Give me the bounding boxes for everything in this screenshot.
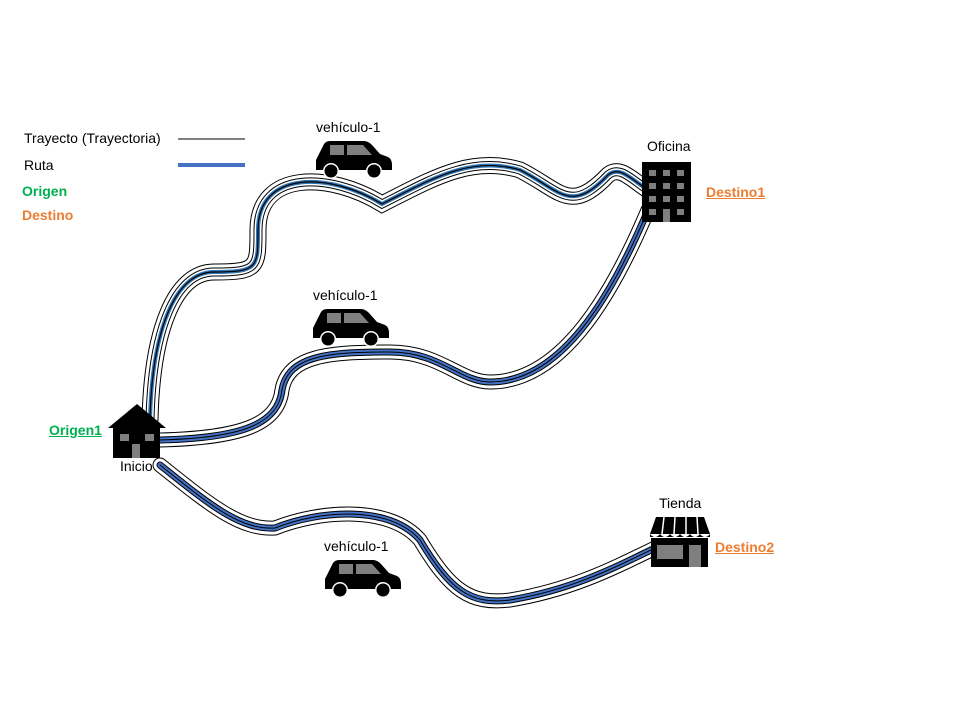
route-start-office-middle	[152, 202, 656, 448]
legend-route-label: Ruta	[24, 157, 54, 173]
route-start-store	[152, 457, 663, 609]
office-place-label: Oficina	[647, 138, 691, 154]
legend-origin-label: Origen	[22, 183, 68, 199]
car-icon	[325, 560, 401, 598]
origin1-tag[interactable]: Origen1	[49, 422, 102, 438]
vehicle-label: vehículo-1	[316, 119, 381, 135]
destination2-tag[interactable]: Destino2	[715, 539, 775, 555]
office-building-icon	[642, 162, 691, 222]
legend-trajectory-label: Trayecto (Trayectoria)	[24, 130, 161, 146]
destination1-tag[interactable]: Destino1	[706, 184, 766, 200]
store-icon	[650, 516, 710, 567]
store-place-label: Tienda	[659, 495, 702, 511]
vehicle-label: vehículo-1	[324, 538, 389, 554]
car-icon	[313, 309, 389, 347]
car-icon	[316, 141, 392, 179]
start-place-label: Inicio	[120, 458, 153, 474]
legend-destination-label: Destino	[22, 207, 74, 223]
house-icon	[108, 404, 166, 458]
route-start-office-upper	[141, 157, 657, 429]
vehicle-label: vehículo-1	[313, 287, 378, 303]
